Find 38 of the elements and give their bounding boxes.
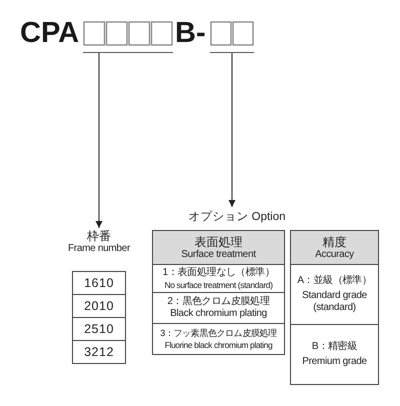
heading-japanese: 枠番 bbox=[87, 229, 111, 243]
table-header-cell bbox=[152, 230, 285, 265]
option-heading: オプション Option bbox=[182, 208, 292, 226]
table-cell bbox=[290, 264, 379, 325]
japanese-text: 3：フッ素黒色クロム皮膜処理 bbox=[160, 327, 277, 339]
table-cell bbox=[72, 271, 126, 295]
english-text: Accuracy bbox=[315, 248, 354, 260]
blank-code-boxes bbox=[210, 21, 254, 53]
japanese-text: B：精密級 bbox=[312, 341, 358, 353]
arrow bbox=[228, 53, 236, 207]
code-text: B- bbox=[175, 17, 206, 49]
table-cell bbox=[152, 292, 285, 324]
heading-english: Frame number bbox=[68, 243, 130, 255]
english-text: No surface treatment (standard) bbox=[164, 278, 273, 290]
frame-number: 3212 bbox=[84, 345, 114, 359]
japanese-text: 1：表面処理なし（標準） bbox=[162, 266, 274, 278]
table-cell bbox=[152, 264, 285, 293]
table-header-cell bbox=[290, 230, 379, 265]
table-cell bbox=[290, 324, 379, 385]
english-text: Fluorine black chromium plating bbox=[164, 339, 272, 351]
english-text: Standard grade (standard) bbox=[301, 290, 368, 314]
table-cell bbox=[152, 323, 285, 355]
japanese-text: 表面処理 bbox=[194, 234, 242, 248]
japanese-text: A：並級（標準） bbox=[297, 275, 372, 287]
japanese-text: 2：黒色クロム皮膜処理 bbox=[167, 296, 270, 308]
english-text: Surface treatment bbox=[181, 248, 256, 260]
table-cell bbox=[72, 294, 126, 318]
arrow bbox=[96, 53, 102, 228]
table-cell bbox=[72, 317, 126, 341]
frame-number: 1610 bbox=[84, 276, 114, 290]
blank-code-boxes bbox=[83, 21, 173, 53]
code-text: CPA bbox=[20, 17, 80, 49]
english-text: Premium grade bbox=[302, 356, 367, 368]
table-cell bbox=[72, 340, 126, 364]
english-text: Black chromium plating bbox=[170, 308, 267, 320]
frame-number: 2010 bbox=[84, 299, 114, 313]
frame-number: 2510 bbox=[84, 322, 114, 336]
japanese-text: 精度 bbox=[322, 234, 346, 248]
